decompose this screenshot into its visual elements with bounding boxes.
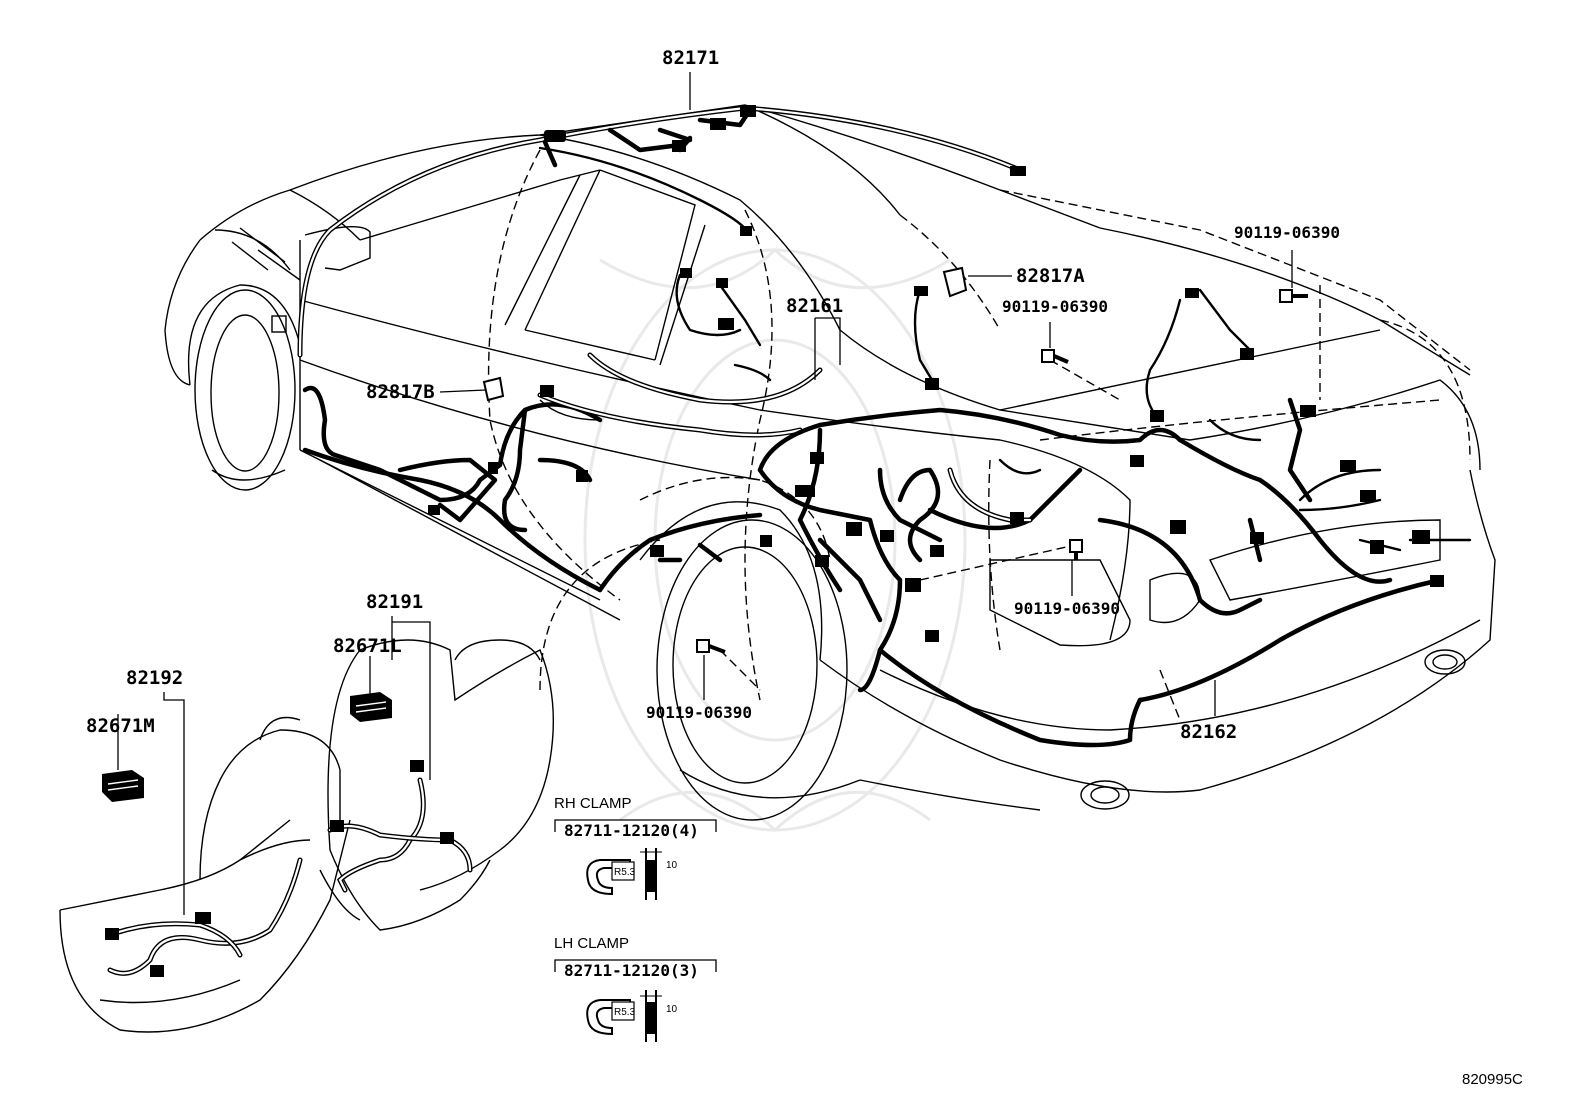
rh-clamp-detail — [554, 819, 717, 900]
label-82671l: 82671L — [333, 635, 402, 657]
label-82191: 82191 — [366, 591, 423, 613]
label-bolt-lamp: 90119-06390 — [1014, 599, 1120, 618]
lh-clamp-part: 82711-12120(3) — [564, 961, 699, 980]
bolt-shapes — [696, 289, 1308, 654]
roof-harness — [297, 105, 1026, 358]
floor-harness — [302, 268, 823, 593]
connector-82671l-shape — [350, 692, 392, 722]
label-82171: 82171 — [662, 47, 719, 69]
label-82162: 82162 — [1180, 721, 1237, 743]
label-82161: 82161 — [786, 295, 843, 317]
part-labels: 82171 82161 82162 82817A 82817B 82191 82… — [86, 47, 1340, 743]
rh-clamp-title: RH CLAMP — [554, 795, 632, 812]
grommet-82817b-shape — [482, 376, 505, 402]
connector-82671m-shape — [102, 770, 144, 802]
clamp-labels: RH CLAMP 82711-12120(4) R5.3 10 LH CLAMP… — [554, 795, 699, 1018]
rh-clamp-radius: R5.3 — [614, 867, 636, 878]
label-82817b: 82817B — [366, 381, 435, 403]
lh-clamp-width: 10 — [666, 1004, 678, 1015]
label-bolt-top-right: 90119-06390 — [1234, 223, 1340, 242]
label-82817a: 82817A — [1016, 265, 1085, 287]
label-bolt-wheel: 90119-06390 — [646, 703, 752, 722]
lh-clamp-title: LH CLAMP — [554, 935, 629, 952]
figure-code: 820995C — [1462, 1071, 1523, 1088]
grommet-82817a-shape — [942, 266, 968, 298]
rh-clamp-part: 82711-12120(4) — [564, 821, 699, 840]
watermark-emblem — [583, 247, 967, 833]
label-bolt-trunk: 90119-06390 — [1002, 297, 1108, 316]
rear-harness — [597, 286, 1472, 748]
leader-lines — [117, 72, 1293, 915]
lh-clamp-detail — [554, 959, 717, 1042]
rh-clamp-width: 10 — [666, 860, 678, 871]
label-82192: 82192 — [126, 667, 183, 689]
lh-clamp-radius: R5.3 — [614, 1007, 636, 1018]
seat-harnesses — [105, 760, 473, 977]
label-82671m: 82671M — [86, 715, 155, 737]
rear-seat-outline — [59, 639, 555, 1033]
